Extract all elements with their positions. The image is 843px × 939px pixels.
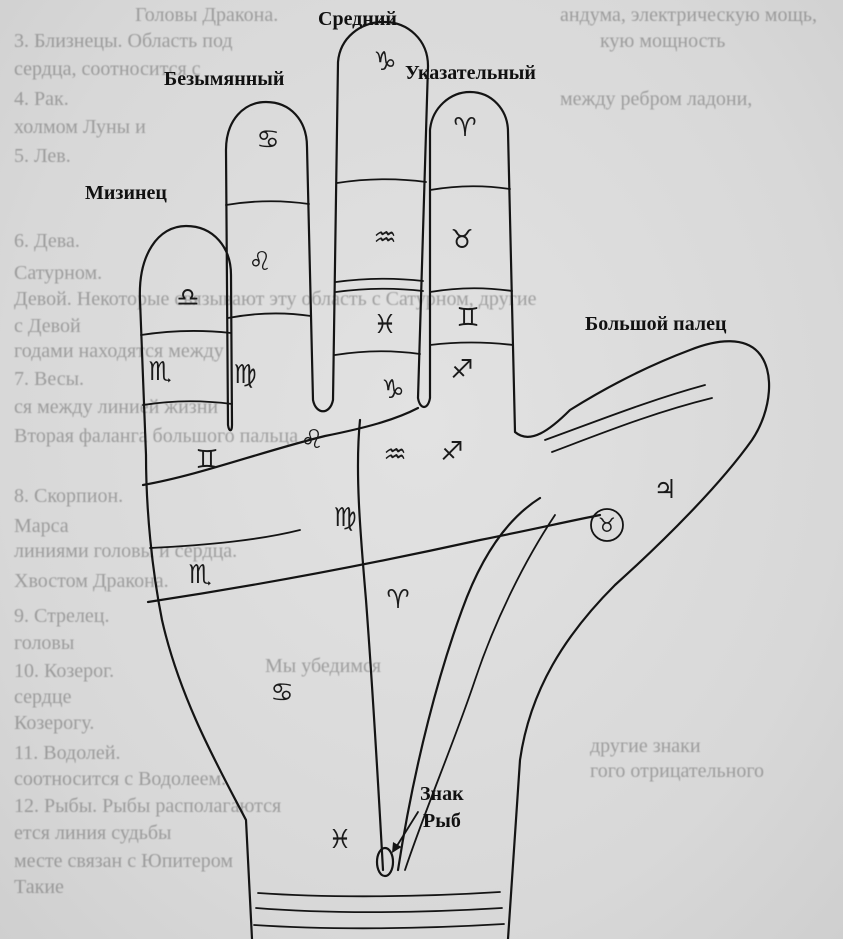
ring-finger-crease <box>228 313 311 318</box>
index-finger-crease <box>430 186 510 190</box>
zodiac-virgo-icon: ♍ <box>333 504 356 532</box>
fate-line <box>358 420 383 870</box>
wrist-line <box>254 924 504 928</box>
label-thumb: Большой палец <box>585 313 726 335</box>
index-finger-crease <box>430 343 513 346</box>
zodiac-virgo-icon: ♍ <box>233 361 256 389</box>
zodiac-libra-icon: ♎ <box>176 284 199 312</box>
zodiac-capricorn-icon: ♑ <box>381 376 404 404</box>
index-finger-crease <box>430 288 512 292</box>
little-finger-crease <box>143 401 232 405</box>
middle-finger-crease <box>336 289 423 292</box>
zodiac-pisces-icon: ♓ <box>373 311 396 339</box>
zodiac-aquarius-icon: ♒ <box>383 441 406 469</box>
wrist-line <box>256 908 502 912</box>
zodiac-aquarius-icon: ♒ <box>373 224 396 252</box>
label-middle-finger: Средний <box>318 8 397 30</box>
zodiac-leo-icon: ♌ <box>248 248 271 276</box>
zodiac-aries-icon: ♈ <box>386 586 409 614</box>
little-finger-crease <box>141 331 231 335</box>
zodiac-gemini-icon: ♊ <box>195 446 218 474</box>
zodiac-pisces-icon: ♓ <box>328 826 351 854</box>
zodiac-cancer-icon: ♋ <box>256 126 279 154</box>
head-line <box>148 515 600 602</box>
zodiac-cancer-icon: ♋ <box>270 679 293 707</box>
zodiac-taurus-icon: ♉ <box>450 226 473 254</box>
palm-line <box>150 530 300 548</box>
jupiter-icon: ♃ <box>653 476 676 504</box>
zodiac-sagittarius-icon: ♐ <box>440 438 463 466</box>
ring-finger-crease <box>226 201 309 205</box>
pisces-mark <box>377 848 393 876</box>
zodiac-sagittarius-icon: ♐ <box>450 356 473 384</box>
label-index-finger: Указательный <box>405 62 536 84</box>
zodiac-scorpio-icon: ♏ <box>188 561 211 589</box>
zodiac-capricorn-icon: ♑ <box>373 48 396 76</box>
middle-finger-crease <box>335 351 420 355</box>
label-ring-finger: Безымянный <box>164 68 284 90</box>
label-little-finger: Мизинец <box>85 182 167 204</box>
zodiac-gemini-icon: ♊ <box>456 304 479 332</box>
middle-finger-crease <box>336 279 423 282</box>
zodiac-scorpio-icon: ♏ <box>148 358 171 386</box>
heart-line <box>143 408 418 485</box>
zodiac-aries-icon: ♈ <box>453 114 476 142</box>
zodiac-taurus-icon: ♉ <box>598 511 616 539</box>
middle-finger-crease <box>337 179 426 183</box>
label-pisces-sign-line2: Рыб <box>423 810 461 832</box>
label-pisces-sign-line1: Знак <box>420 783 464 805</box>
wrist-line <box>258 892 500 896</box>
zodiac-leo-icon: ♌ <box>300 426 323 454</box>
